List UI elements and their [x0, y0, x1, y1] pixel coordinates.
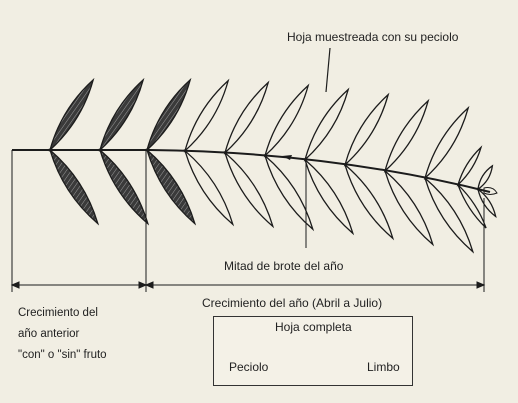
lower-leaflet	[458, 185, 486, 228]
lower-leaflet	[185, 151, 233, 225]
lower-leaflet	[100, 150, 148, 224]
upper-leaflet	[225, 83, 268, 153]
inset-petiole-label: Peciolo	[229, 360, 268, 375]
mid-shoot-label: Mitad de brote del año	[224, 259, 343, 274]
previous-growth-arrow	[12, 282, 146, 288]
upper-leaflet	[185, 81, 228, 151]
inset-blade-label: Limbo	[367, 360, 400, 375]
current-growth-label: Crecimiento del año (Abril a Julio)	[202, 296, 382, 311]
upper-leaflet	[345, 95, 388, 165]
lower-leaflet	[305, 160, 353, 234]
sampled-leaf-pointer	[326, 48, 330, 92]
previous-growth-label-line-1: Crecimiento del	[18, 306, 98, 321]
lower-leaflet	[478, 189, 496, 216]
upper-leaflet	[305, 90, 348, 160]
previous-growth-label-line-3: "con" o "sin" fruto	[18, 348, 107, 363]
upper-leaflet	[425, 108, 468, 178]
sampled-leaf-label: Hoja muestreada con su peciolo	[287, 30, 458, 45]
upper-leaflet	[385, 101, 428, 171]
upper-leaflet	[147, 80, 190, 150]
lower-leaflet	[50, 150, 98, 224]
lower-leaflet	[147, 150, 195, 224]
upper-leaflet	[100, 80, 143, 150]
lower-leaflet	[345, 165, 393, 239]
lower-leaflet	[225, 153, 273, 227]
upper-leaflet	[50, 80, 93, 150]
upper-leaflet	[265, 86, 308, 156]
current-growth-arrow	[146, 282, 484, 288]
rachis	[12, 150, 490, 192]
previous-growth-label-line-2: año anterior	[18, 327, 79, 342]
inset-title: Hoja completa	[275, 320, 352, 335]
upper-leaflet	[478, 166, 492, 189]
upper-leaflet	[458, 147, 481, 184]
